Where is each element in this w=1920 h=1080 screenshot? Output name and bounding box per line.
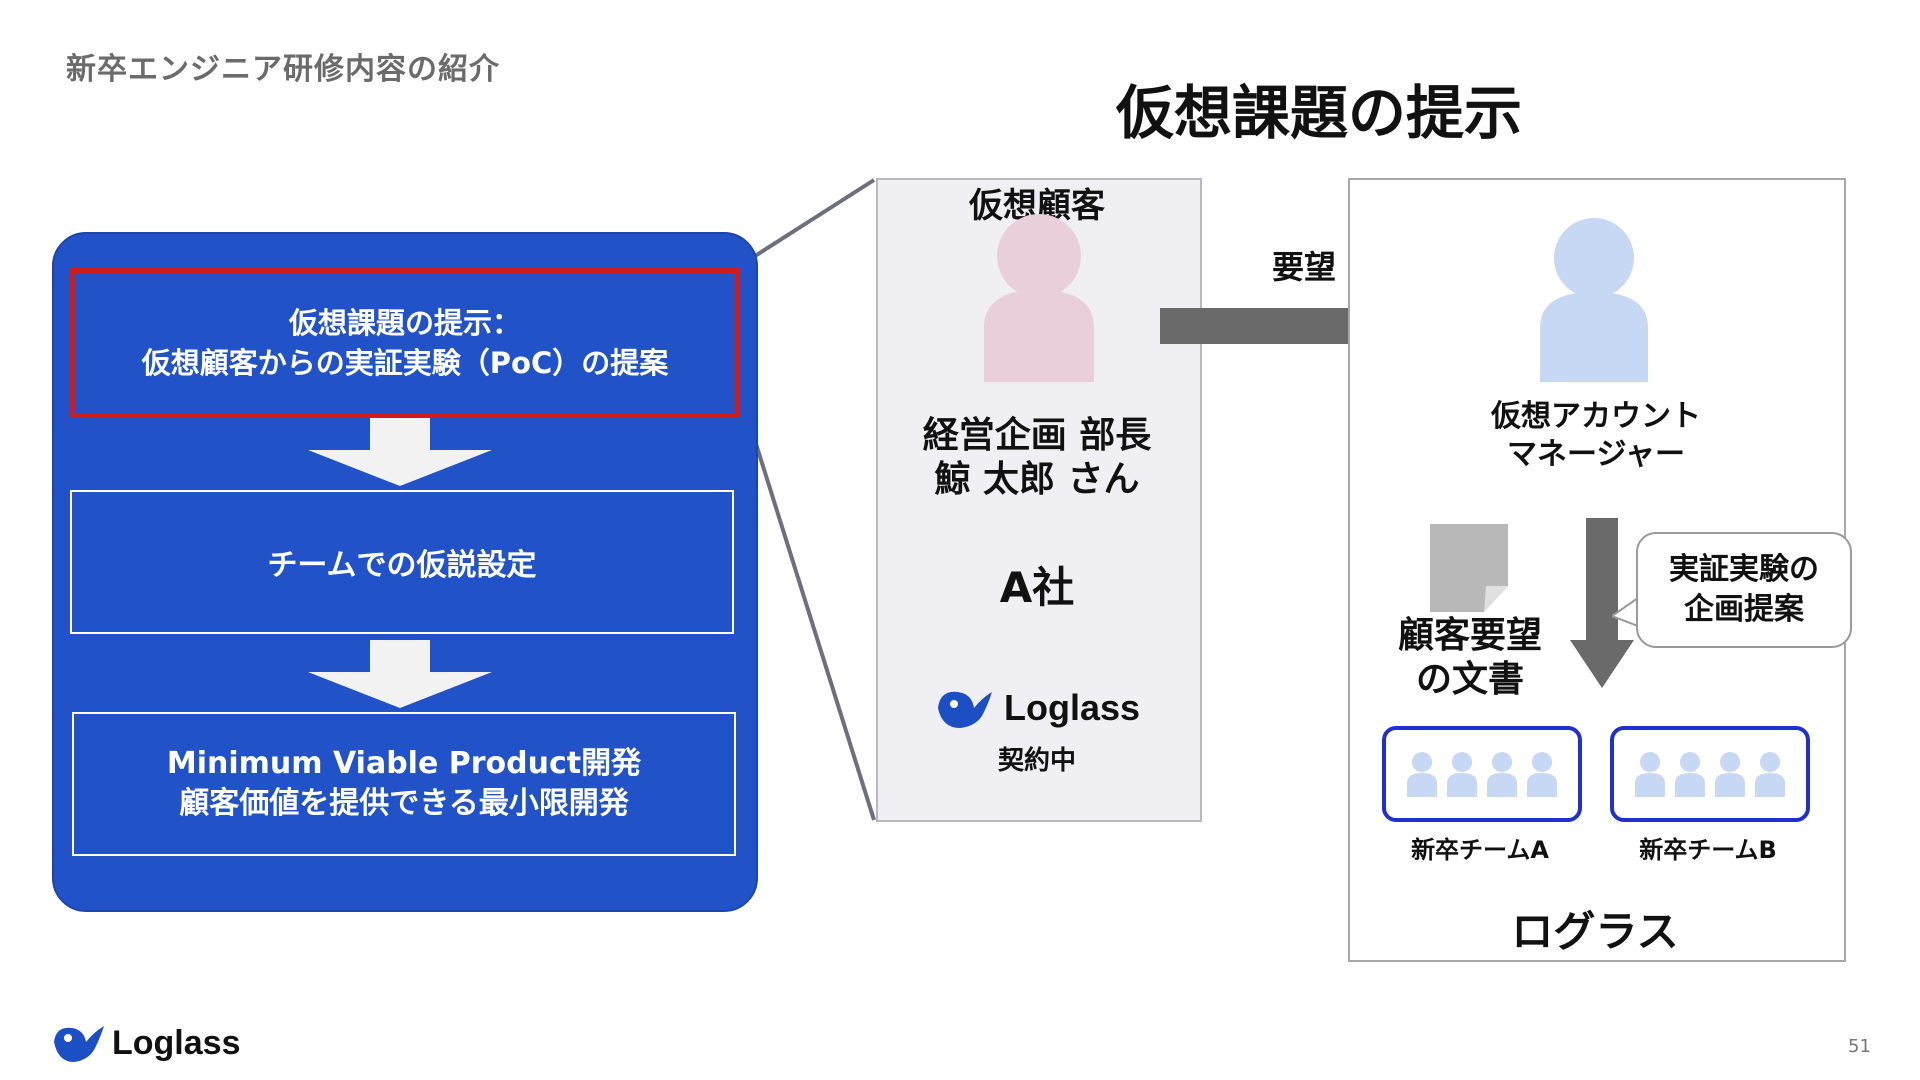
person-icon [1487,752,1517,797]
team-b-label: 新卒チームB [1639,836,1777,864]
step-mvp-line1: Minimum Viable Product開発 [166,746,642,781]
customer-company: A社 [999,563,1075,612]
slide-title: 仮想課題の提示 [1116,79,1523,147]
section-title: 新卒エンジニア研修内容の紹介 [66,52,500,87]
account-manager-line1: 仮想アカウント [1491,399,1701,434]
request-label: 要望 [1272,248,1337,286]
customer-avatar-icon [984,214,1094,382]
callout-line2: 企画提案 [1684,592,1804,627]
account-manager-avatar-icon [1540,218,1648,382]
person-icon [1715,752,1745,797]
document-line1: 顧客要望 [1397,615,1542,656]
step-virtual-task: 仮想課題の提示： 仮想顧客からの実証実験（PoC）の提案 [70,268,740,418]
person-icon [1675,752,1705,797]
document-icon [1430,524,1508,612]
person-icon [1407,752,1437,797]
account-manager-line2: マネージャー [1507,437,1685,472]
contract-status: 契約中 [997,746,1076,776]
step-virtual-task-line2: 仮想顧客からの実証実験（PoC）の提案 [141,346,669,380]
document-line2: の文書 [1415,659,1524,700]
loglass-company-name: ログラス [1511,907,1679,956]
callout-line1: 実証実験の [1669,552,1819,587]
step-mvp-line2: 顧客価値を提供できる最小限開発 [179,786,629,821]
footer-loglass-logo: Loglass [50,1022,240,1064]
step-mvp-development: Minimum Viable Product開発 顧客価値を提供できる最小限開発 [72,712,736,856]
customer-request-document-label: 顧客要望 の文書 [1370,614,1570,702]
training-flow-panel [52,232,758,912]
person-icon [1755,752,1785,797]
step-team-hypothesis-label: チームでの仮説設定 [267,548,537,583]
poc-proposal-callout: 実証実験の 企画提案 [1636,532,1852,648]
whale-icon [54,1026,104,1062]
account-manager-label: 仮想アカウント マネージャー [1440,398,1752,474]
down-arrow-icon [1570,518,1634,688]
team-a-label: 新卒チームA [1411,836,1549,864]
person-icon [1447,752,1477,797]
customer-role: 経営企画 部長 鯨 太郎 さん [876,414,1198,502]
customer-loglass-logo: Loglass [934,686,1140,730]
loglass-logo-text: Loglass [112,1023,241,1062]
team-a-box [1382,726,1582,822]
person-icon [1527,752,1557,797]
customer-name: 鯨 太郎 さん [934,459,1140,500]
down-arrow-icon [308,640,492,708]
down-arrow-icon [308,418,492,486]
page-number: 51 [1848,1036,1871,1057]
customer-title: 経営企画 部長 [922,415,1152,456]
whale-icon [938,691,992,728]
step-team-hypothesis: チームでの仮説設定 [70,490,734,634]
team-b-box [1610,726,1810,822]
loglass-logo-text: Loglass [1004,687,1141,728]
step-virtual-task-line1: 仮想課題の提示： [288,306,521,340]
person-icon [1635,752,1665,797]
